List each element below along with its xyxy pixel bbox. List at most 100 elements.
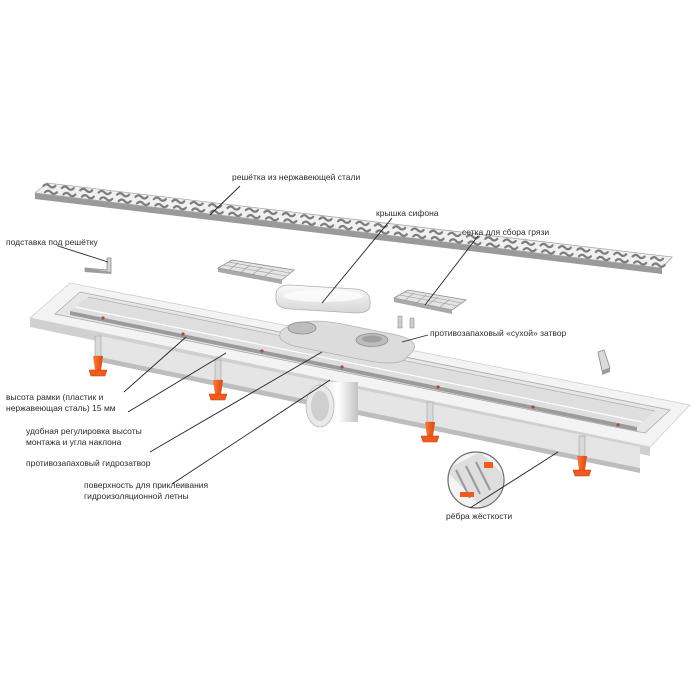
grate-slot [338, 224, 353, 231]
grate-slot [320, 222, 335, 229]
grate-slot [62, 191, 77, 198]
grate-slot [539, 242, 554, 249]
label-grate: решётка из нержавеющей стали [232, 172, 361, 182]
label-frame-height-line1: высота рамки (пластик и [6, 392, 104, 402]
grate-slot [60, 185, 75, 191]
grate-slot [356, 227, 372, 233]
grate-slot [115, 192, 131, 198]
grate-slot [171, 198, 186, 205]
grate-slot [596, 255, 611, 262]
label-height-adjust-line1: удобная регулировка высоты [26, 426, 142, 436]
grate-slot [557, 244, 573, 251]
label-dirt-mesh: сетка для сбора грязи [462, 227, 550, 237]
grate-slot [134, 194, 149, 200]
grate-slot [97, 189, 112, 196]
grate-slot [263, 209, 278, 216]
outlet-pipe [305, 382, 358, 428]
grate-slot [300, 214, 315, 220]
leg [572, 435, 592, 477]
ribs-zoom-detail [447, 451, 505, 509]
dirt-mesh-right [392, 289, 468, 329]
grate-slot [447, 231, 462, 238]
grate-slot [541, 249, 556, 255]
leg [208, 359, 228, 401]
grate-slot [246, 213, 261, 220]
grate-slot [393, 231, 408, 237]
grate-slot [264, 216, 280, 222]
grate-slot [631, 253, 646, 260]
grate-slot [559, 251, 574, 257]
dirt-mesh-left [216, 259, 295, 284]
siphon-housing [279, 320, 415, 364]
grate-slot [375, 229, 390, 235]
grate-slot [633, 260, 648, 266]
grate-slot [428, 229, 444, 235]
label-siphon-cover: крышка сифона [376, 208, 439, 218]
grate-slot [594, 249, 609, 255]
grate-slot [228, 211, 243, 218]
grate-slot [209, 209, 224, 215]
grate-slot [502, 238, 517, 244]
grate-slot [484, 236, 499, 242]
label-grate-stand: подставка под решётку [6, 237, 98, 247]
grate-slot [649, 256, 665, 262]
grate-slot [504, 244, 519, 251]
grate-slot [467, 240, 482, 246]
grate-slot [577, 253, 593, 259]
grate-slot [172, 205, 187, 211]
leg [420, 401, 440, 443]
grate-slot [43, 189, 59, 195]
grate-slot [79, 187, 94, 194]
grate-slot [410, 227, 425, 233]
label-frame-height-line2: нержавеющая сталь) 15 мм [6, 403, 116, 413]
label-membrane-surface-line1: поверхность для приклеивания [84, 480, 209, 490]
grate-slot [392, 225, 407, 231]
grate-slot [355, 220, 370, 227]
grate-stand-right [597, 349, 611, 375]
drain-channel-body [29, 282, 691, 473]
grate-slot [283, 218, 298, 224]
grate-stand-left [84, 257, 112, 274]
adjustable-legs [88, 335, 592, 477]
grate-slot [281, 211, 296, 218]
grate-slot [485, 242, 500, 248]
grate-slot [613, 251, 628, 257]
grate-slot [152, 196, 167, 202]
grate-slot [576, 247, 591, 253]
stainless-grate [34, 182, 673, 274]
grate-slot [99, 196, 114, 202]
label-membrane-surface: поверхность для приклеивания гидроизоляц… [84, 480, 208, 502]
label-water-seal: противозапаховый гидрозатвор [26, 458, 151, 468]
grate-slot [154, 202, 169, 209]
grate-slot [465, 233, 480, 240]
label-dry-seal: противозапаховый «сухой» затвор [430, 328, 567, 338]
grate-slot [42, 183, 57, 189]
grate-slot [244, 207, 260, 213]
label-ribs: рёбра жёсткости [446, 511, 513, 521]
grate-slot [318, 216, 333, 222]
grate-slot [522, 246, 537, 253]
grate-slot [208, 203, 223, 209]
leg [88, 335, 108, 377]
grate-slot [301, 220, 316, 226]
label-height-adjust-line2: монтажа и угла наклона [26, 437, 122, 447]
label-membrane-surface-line2: гидроизоляционной летны [84, 491, 189, 501]
grate-slot [117, 198, 132, 204]
grate-slot [614, 257, 629, 264]
grate-slot [189, 200, 204, 207]
grate-slot [651, 262, 666, 268]
siphon-cover [275, 284, 371, 314]
grate-slot [430, 235, 445, 242]
grate-slot [336, 218, 352, 224]
grate-slot [135, 200, 151, 207]
grate-slot [521, 240, 536, 246]
grate-slot [191, 207, 206, 213]
label-height-adjust: удобная регулировка высоты монтажа и угл… [26, 426, 142, 448]
grate-slot [226, 205, 241, 211]
grate-slot [448, 238, 464, 244]
grate-slot [80, 194, 95, 200]
grate-slot [412, 233, 427, 240]
leader-lines [57, 185, 559, 509]
